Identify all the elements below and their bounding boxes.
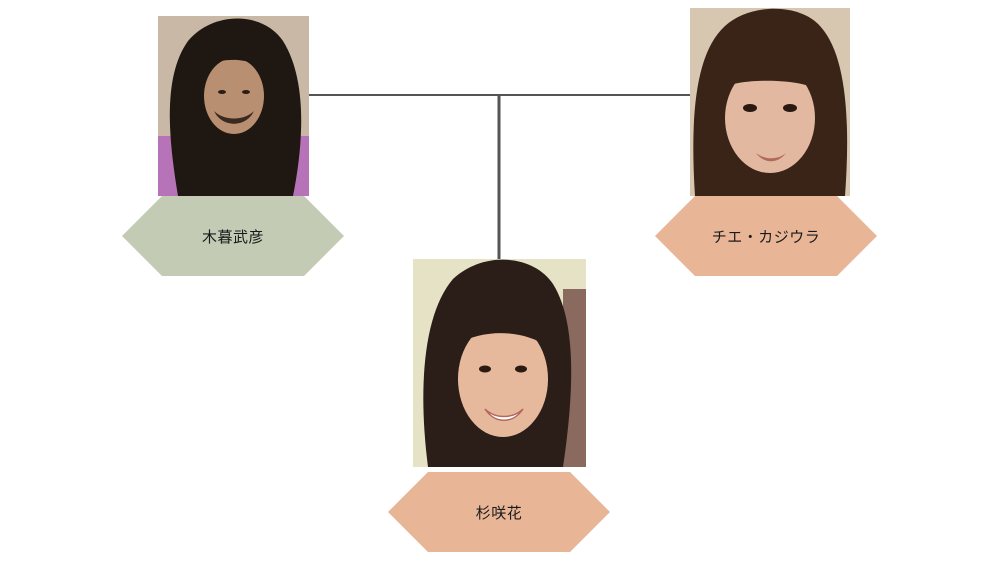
child-name-box: 杉咲花	[388, 472, 610, 552]
father-name: 木暮武彦	[201, 227, 264, 246]
child-name: 杉咲花	[475, 503, 523, 522]
father-photo	[158, 16, 309, 196]
father-name-box: 木暮武彦	[122, 196, 344, 276]
mother-name-box: チエ・カジウラ	[655, 196, 877, 276]
mother-photo	[690, 8, 850, 196]
mother-name: チエ・カジウラ	[711, 227, 821, 246]
child-photo	[413, 259, 586, 467]
